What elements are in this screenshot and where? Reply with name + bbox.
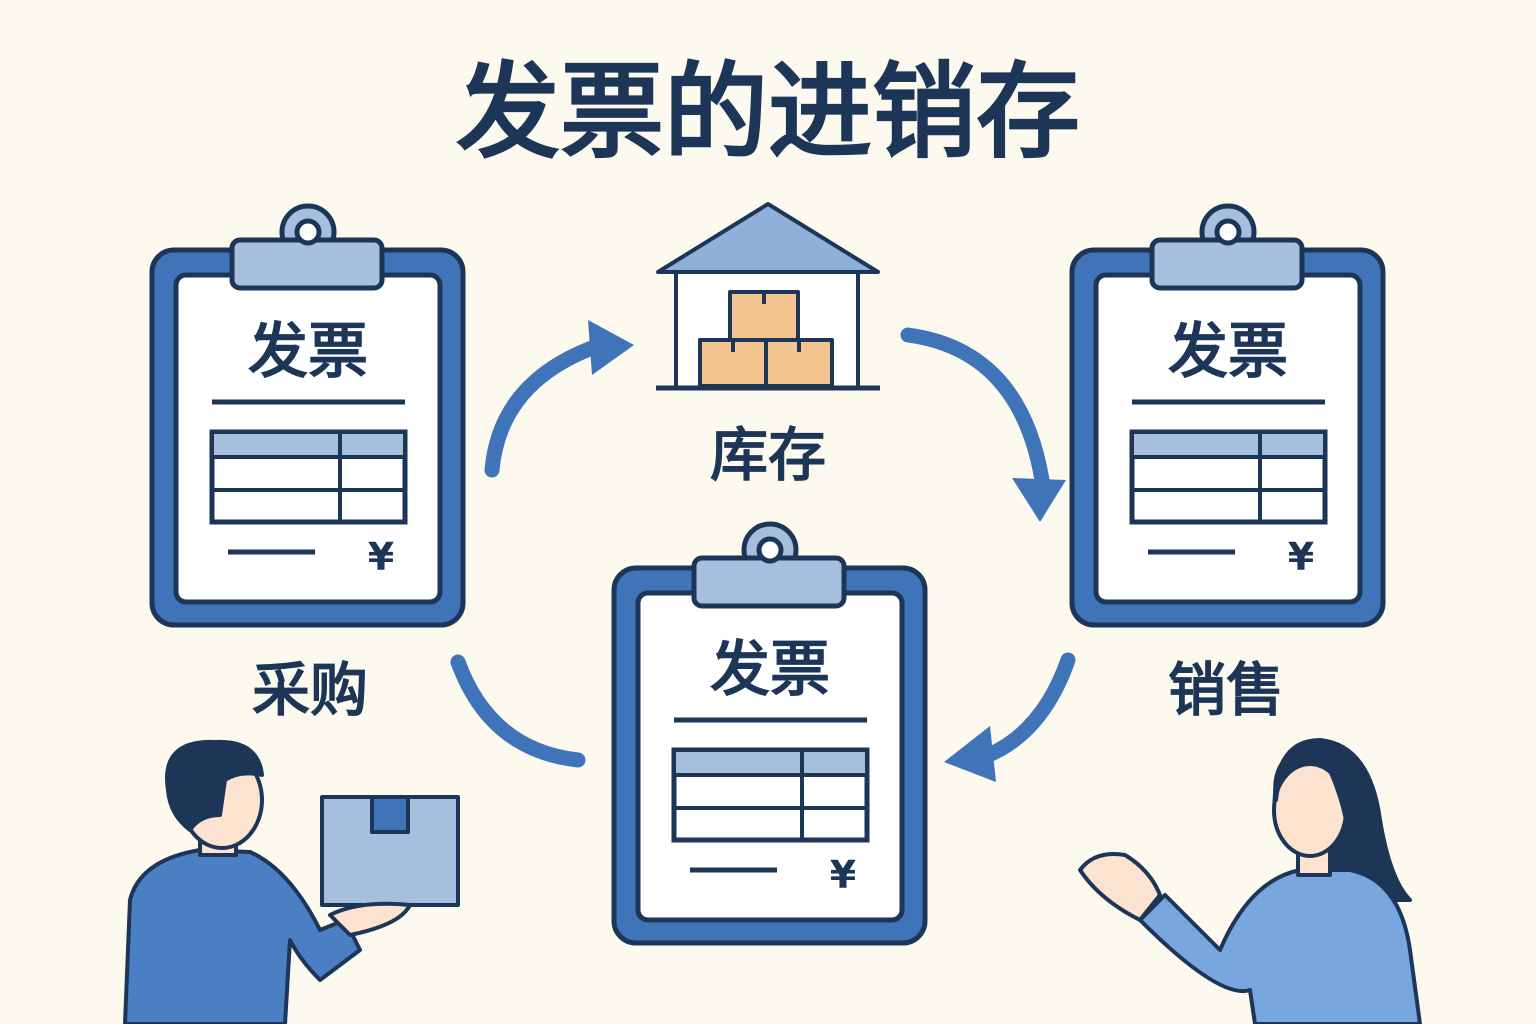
arrow-purchase-to-inventory <box>484 337 608 478</box>
arrowhead-icon <box>588 320 634 375</box>
yen-icon: ¥ <box>1288 535 1314 579</box>
arrowheads <box>588 320 1066 782</box>
arrow-inventory-to-sales <box>900 327 1050 488</box>
arrowhead-icon <box>944 726 996 782</box>
yen-icon: ¥ <box>368 535 394 579</box>
yen-icon: ¥ <box>830 853 856 897</box>
arrow-invoice-to-purchase <box>450 654 586 768</box>
invoice-label: 发票 <box>1168 317 1288 387</box>
page-title: 发票的进销存 <box>456 51 1080 173</box>
purchase-invoice-clipboard: 发票 ¥ <box>152 206 463 625</box>
sales-invoice-clipboard: 发票 ¥ <box>1072 206 1383 625</box>
sales-label: 销售 <box>1168 656 1284 724</box>
purchaser-person-illustration <box>123 739 460 1024</box>
seller-person-illustration <box>1078 738 1422 1024</box>
warehouse-icon <box>656 202 880 391</box>
invoice-label: 发票 <box>710 635 830 705</box>
purchase-label: 采购 <box>252 656 368 724</box>
arrowhead-icon <box>1012 478 1066 522</box>
inventory-label: 库存 <box>710 421 826 489</box>
invoice-label: 发票 <box>248 317 368 387</box>
cycle-arrows <box>450 327 1076 768</box>
center-invoice-clipboard: 发票 ¥ <box>614 524 925 943</box>
